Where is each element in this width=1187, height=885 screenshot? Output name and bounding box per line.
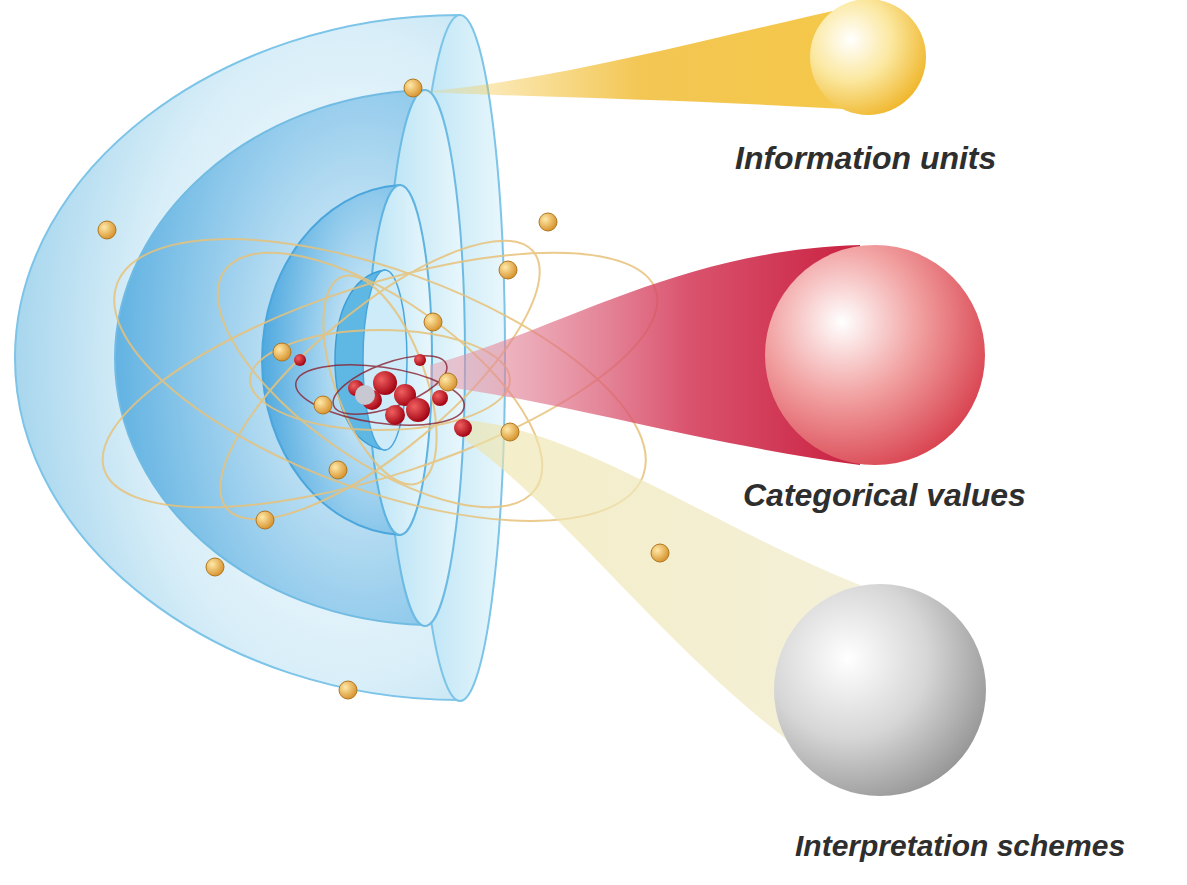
comet-label: Interpretation schemes	[795, 829, 1125, 864]
comet-label: Categorical values	[743, 477, 1026, 514]
comet-label: Information units	[735, 140, 996, 177]
